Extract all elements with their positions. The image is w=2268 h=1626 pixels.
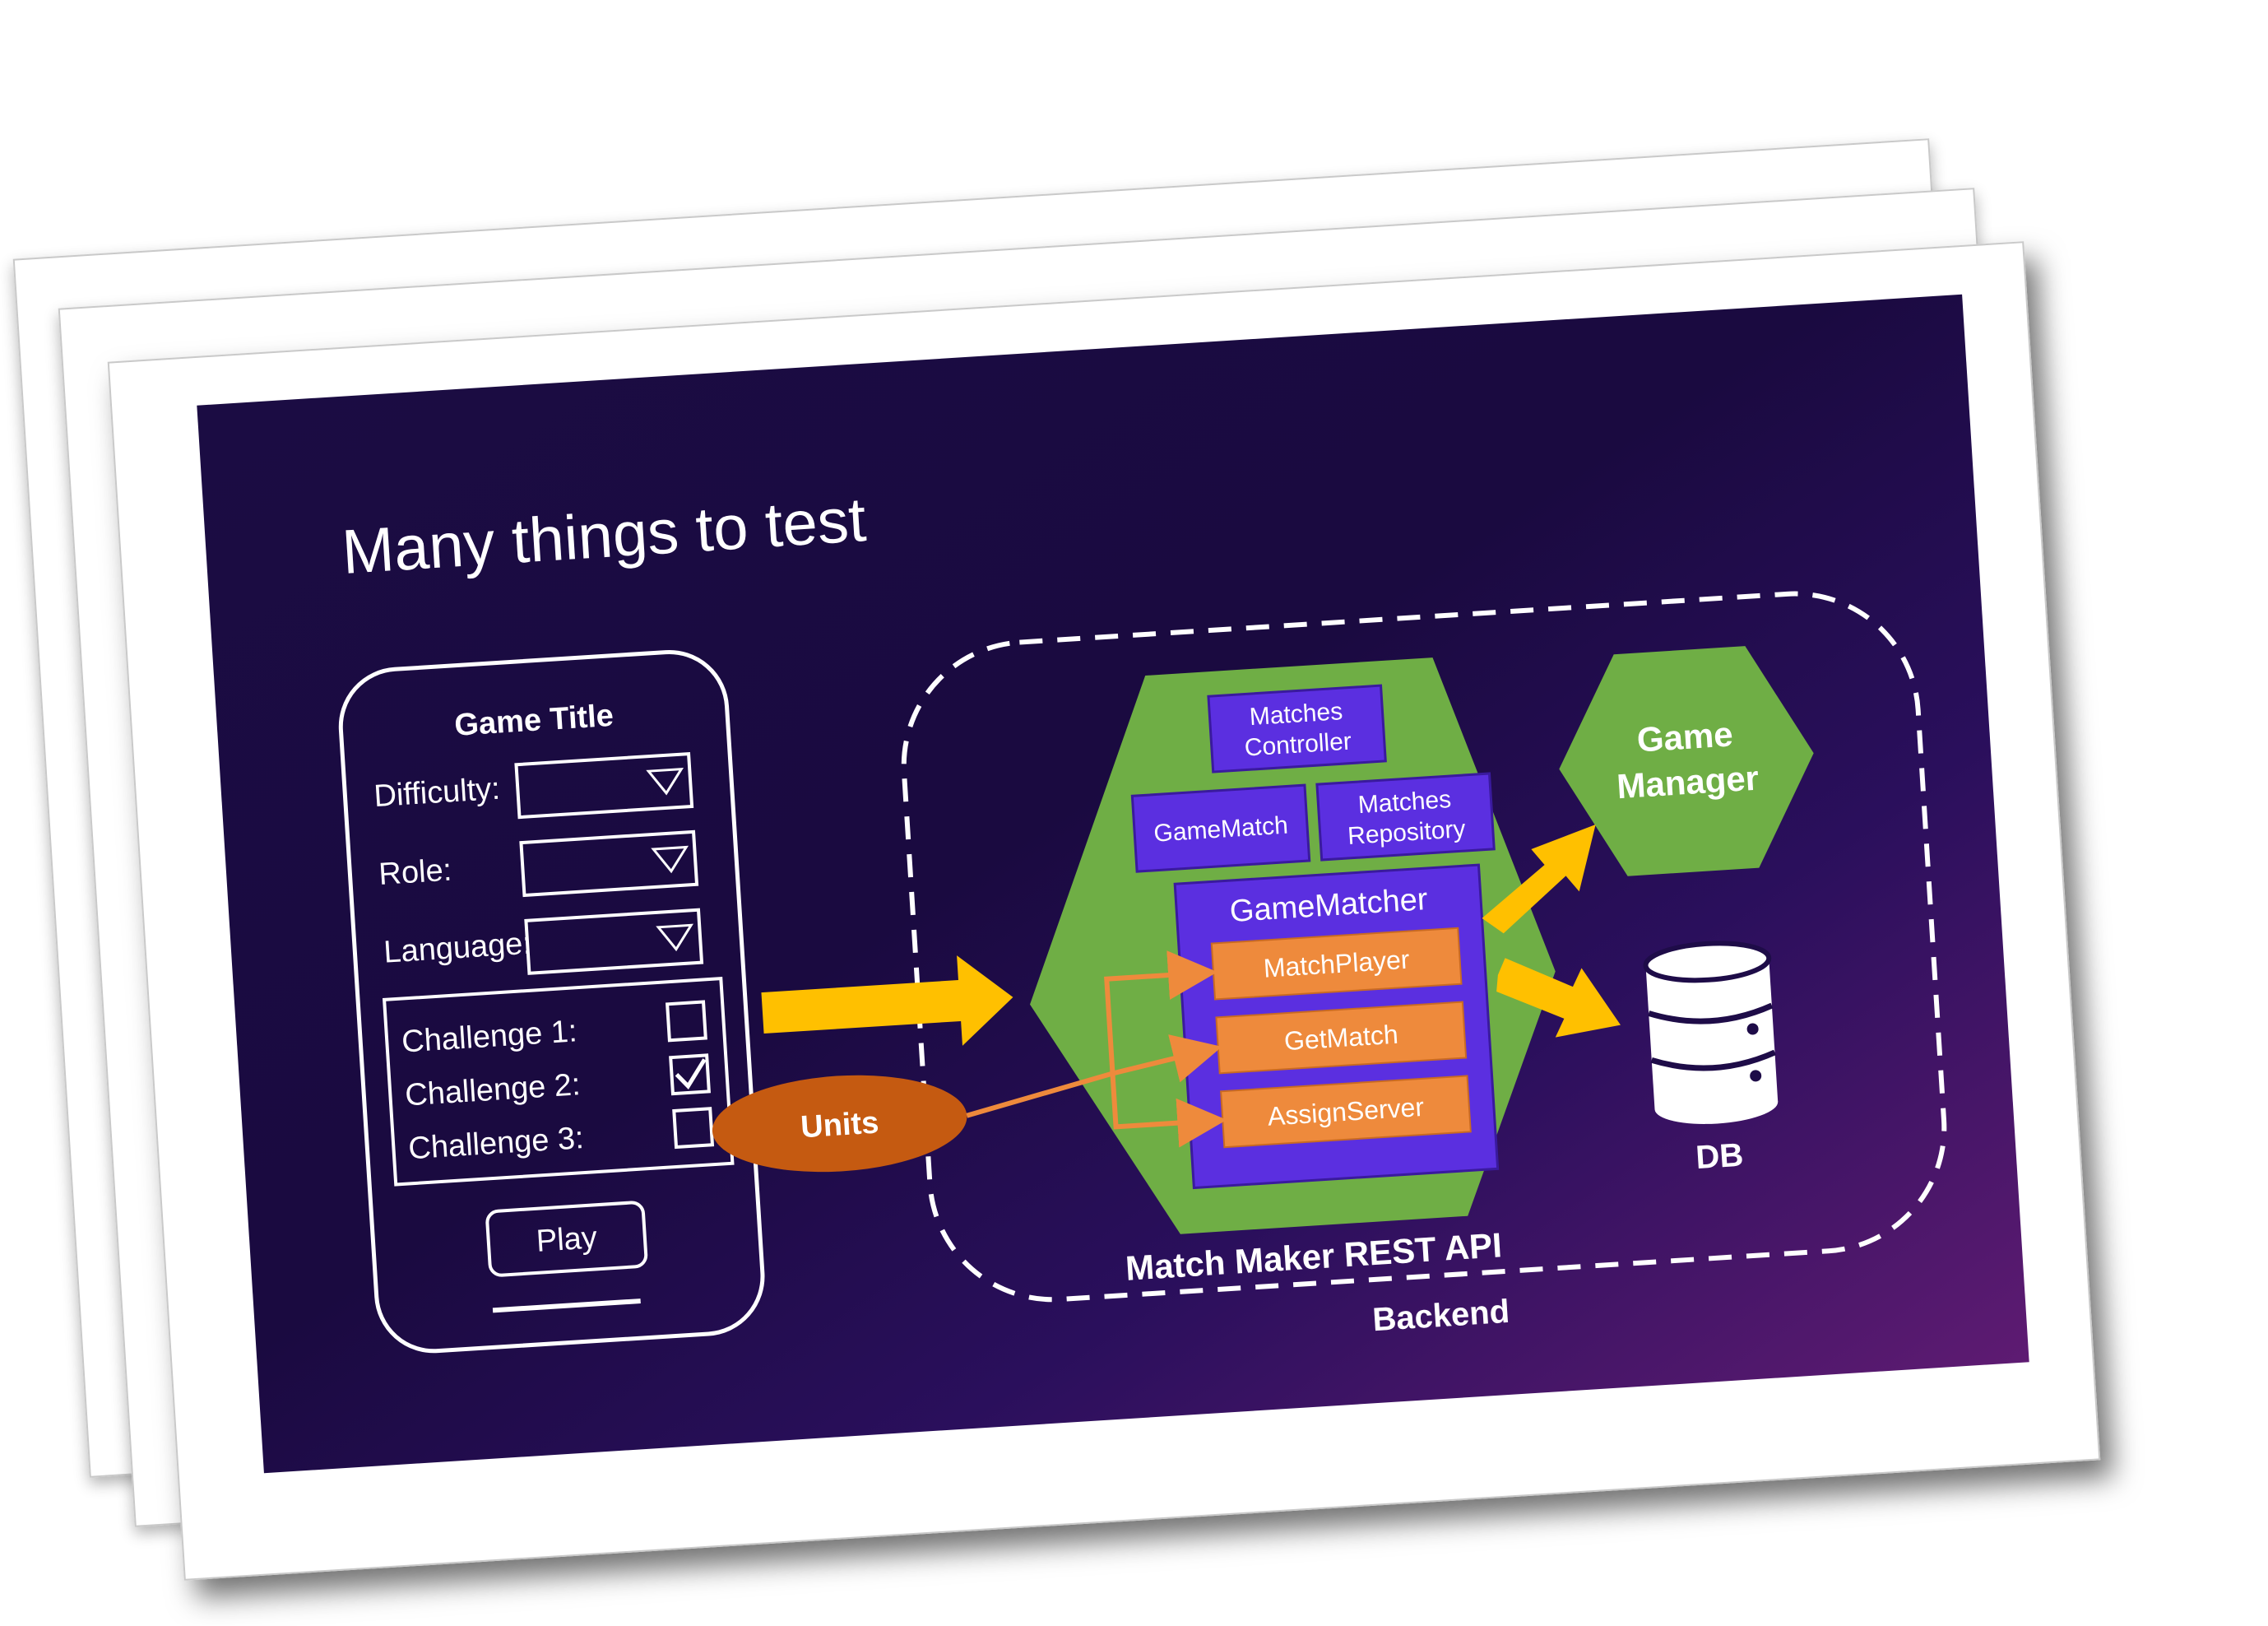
chevron-down-icon (656, 923, 693, 952)
match-maker-api-label: Match Maker REST API (1125, 1225, 1503, 1288)
ui-to-api-arrow (761, 955, 1013, 1046)
game-manager-line-1: Game (1635, 714, 1733, 759)
difficulty-label: Difficulty: (373, 772, 501, 815)
assign-server-method: AssignServer (1220, 1075, 1472, 1149)
chevron-down-icon (646, 767, 684, 796)
role-dropdown[interactable] (519, 829, 699, 898)
get-match-label: GetMatch (1283, 1020, 1399, 1057)
checkmark-icon (675, 1058, 707, 1089)
slide-canvas: Many things to test Game Title Difficult… (338, 485, 1947, 1354)
units-to-match-player-connector (1104, 950, 1217, 1074)
matches-repository-box: Matches Repository (1315, 772, 1496, 862)
challenge-3-checkbox[interactable] (672, 1107, 715, 1150)
units-to-assign-server-connector (1110, 1073, 1227, 1148)
units-node: Units (712, 1075, 967, 1173)
matches-repository-line-1: Matches (1357, 786, 1452, 819)
game-title-label: Game Title (453, 699, 615, 743)
matches-controller-line-1: Matches (1249, 698, 1343, 731)
role-label: Role: (378, 852, 452, 891)
db-label: DB (1695, 1137, 1744, 1177)
game-manager-node: Game Manager (1559, 646, 1814, 876)
challenge-2-label: Challenge 2: (404, 1067, 582, 1113)
matches-controller-line-2: Controller (1244, 727, 1352, 761)
game-manager-line-2: Manager (1616, 759, 1760, 806)
database-icon (1643, 941, 1779, 1124)
units-connectors (966, 950, 1227, 1148)
chevron-down-icon (651, 845, 689, 874)
backend-label: Backend (1371, 1294, 1510, 1338)
play-button[interactable]: Play (485, 1201, 648, 1277)
challenges-box (382, 977, 735, 1187)
language-dropdown[interactable] (524, 908, 704, 975)
play-button-label: Play (536, 1220, 598, 1259)
matches-controller-box: Matches Controller (1207, 684, 1387, 774)
challenge-3-label: Challenge 3: (407, 1121, 585, 1166)
challenge-2-checkbox[interactable] (669, 1053, 711, 1096)
phone-mockup (338, 649, 765, 1354)
match-player-method: MatchPlayer (1210, 927, 1463, 1001)
challenge-1-checkbox[interactable] (665, 1000, 707, 1043)
challenge-1-label: Challenge 1: (401, 1014, 578, 1059)
get-match-method: GetMatch (1215, 1001, 1468, 1075)
api-to-db-arrow (1496, 958, 1621, 1038)
slide: Many things to test Game Title Difficult… (197, 294, 2029, 1474)
units-label: Units (800, 1105, 879, 1145)
api-to-game-manager-arrow (1482, 825, 1596, 934)
game-match-box: GameMatch (1130, 783, 1311, 873)
backend-boundary (901, 591, 1947, 1303)
slide-title: Many things to test (340, 485, 868, 588)
difficulty-dropdown[interactable] (514, 751, 694, 820)
language-label: Language: (383, 927, 532, 970)
